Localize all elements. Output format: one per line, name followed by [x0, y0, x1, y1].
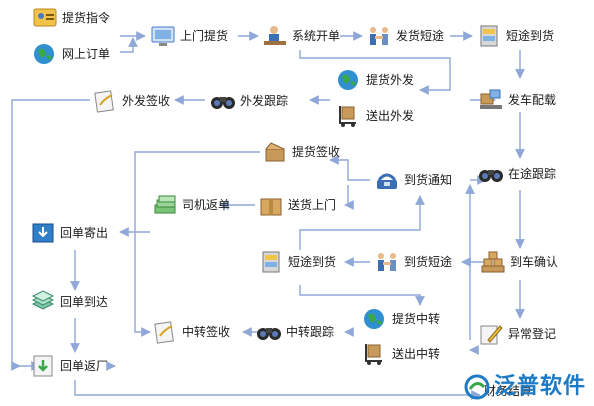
stacked-boxes-icon [480, 250, 506, 274]
system-billing-label: 系统开单 [292, 29, 341, 43]
arrive-short-label: 到货短途 [404, 255, 453, 269]
signature-paper-icon [92, 89, 118, 113]
handshake-people-icon [366, 24, 392, 48]
system-billing-node[interactable]: 系统开单 [262, 24, 340, 48]
monitor-icon [150, 24, 176, 48]
file-cabinet-icon [258, 250, 284, 274]
short-arrive-top-label: 短途到货 [506, 29, 555, 43]
pickup-sign-node[interactable]: 提货签收 [262, 140, 340, 164]
person-at-desk-icon [262, 24, 288, 48]
arrive-confirm-label: 到车确认 [510, 255, 559, 269]
transfer-track-label: 中转跟踪 [286, 325, 335, 339]
deliver-door-label: 送货上门 [288, 198, 337, 212]
online-order-label: 网上订单 [62, 47, 111, 61]
paper-stack-icon [30, 290, 56, 314]
arrive-confirm-node[interactable]: 到车确认 [480, 250, 558, 274]
arrival-notice-node[interactable]: 到货通知 [374, 168, 452, 192]
binoculars-icon [478, 162, 504, 186]
short-arrive-top-node[interactable]: 短途到货 [476, 24, 554, 48]
money-stack-icon [152, 193, 178, 217]
open-box-icon [262, 140, 288, 164]
in-transit-track-label: 在途跟踪 [508, 167, 557, 181]
exception-reg-node[interactable]: 异常登记 [478, 322, 556, 346]
out-sign-label: 外发签收 [122, 94, 171, 108]
document-download-icon [30, 354, 56, 378]
brand-logo: 泛普软件 [464, 374, 586, 400]
exception-reg-label: 异常登记 [508, 327, 557, 341]
short-arrive-mid-node[interactable]: 短途到货 [258, 250, 336, 274]
pickup-out-label: 提货外发 [366, 73, 415, 87]
out-sign-node[interactable]: 外发签收 [92, 89, 170, 113]
driver-return-label: 司机返单 [182, 198, 231, 212]
ship-short-node[interactable]: 发货短途 [366, 24, 444, 48]
box-icon [258, 193, 284, 217]
pickup-transfer-node[interactable]: 提货中转 [362, 307, 440, 331]
short-arrive-mid-label: 短途到货 [288, 255, 337, 269]
out-track-node[interactable]: 外发跟踪 [210, 89, 288, 113]
ship-short-label: 发货短途 [396, 29, 445, 43]
globe-icon [362, 307, 388, 331]
signature-paper-icon [152, 320, 178, 344]
in-transit-track-node[interactable]: 在途跟踪 [478, 162, 556, 186]
globe-icon [336, 68, 362, 92]
out-track-label: 外发跟踪 [240, 94, 289, 108]
deliver-door-node[interactable]: 送货上门 [258, 193, 336, 217]
truck-load-label: 发车配载 [508, 93, 557, 107]
deliver-out-node[interactable]: 送出外发 [336, 104, 414, 128]
pickup-order-label: 提货指令 [62, 11, 111, 25]
id-card-icon [32, 6, 58, 30]
transfer-sign-label: 中转签收 [182, 325, 231, 339]
handshake-people-icon [374, 250, 400, 274]
arrival-notice-label: 到货通知 [404, 173, 453, 187]
receipt-return-label: 回单返厂 [60, 359, 109, 373]
receipt-arrive-label: 回单到达 [60, 295, 109, 309]
pickup-sign-label: 提货签收 [292, 145, 341, 159]
arrive-short-node[interactable]: 到货短途 [374, 250, 452, 274]
transfer-track-node[interactable]: 中转跟踪 [256, 320, 334, 344]
deliver-out-label: 送出外发 [366, 109, 415, 123]
hand-truck-icon [336, 104, 362, 128]
pickup-transfer-label: 提货中转 [392, 312, 441, 326]
binoculars-icon [210, 89, 236, 113]
truck-load-node[interactable]: 发车配载 [478, 88, 556, 112]
phone-icon [374, 168, 400, 192]
pickup-out-node[interactable]: 提货外发 [336, 68, 414, 92]
receipt-send-label: 回单寄出 [60, 226, 109, 240]
logo-swirl-icon [464, 374, 490, 400]
file-cabinet-icon [476, 24, 502, 48]
receipt-send-node[interactable]: 回单寄出 [30, 221, 108, 245]
receipt-return-node[interactable]: 回单返厂 [30, 354, 108, 378]
deliver-transfer-label: 送出中转 [392, 347, 441, 361]
download-tray-icon [30, 221, 56, 245]
logo-text: 泛普软件 [493, 374, 586, 399]
transfer-sign-node[interactable]: 中转签收 [152, 320, 230, 344]
loading-boxes-icon [478, 88, 504, 112]
receipt-arrive-node[interactable]: 回单到达 [30, 290, 108, 314]
hand-truck-icon [362, 342, 388, 366]
driver-return-node[interactable]: 司机返单 [152, 193, 230, 217]
deliver-transfer-node[interactable]: 送出中转 [362, 342, 440, 366]
finance-settle-label: 财务结算 [484, 384, 533, 398]
pickup-order-node[interactable]: 提货指令 [32, 6, 110, 30]
binoculars-icon [256, 320, 282, 344]
finance-settle-node[interactable]: 财务结算 [484, 384, 532, 398]
door-pickup-node[interactable]: 上门提货 [150, 24, 228, 48]
door-pickup-label: 上门提货 [180, 29, 229, 43]
online-order-node[interactable]: 网上订单 [32, 42, 110, 66]
globe-icon [32, 42, 58, 66]
pencil-paper-icon [478, 322, 504, 346]
